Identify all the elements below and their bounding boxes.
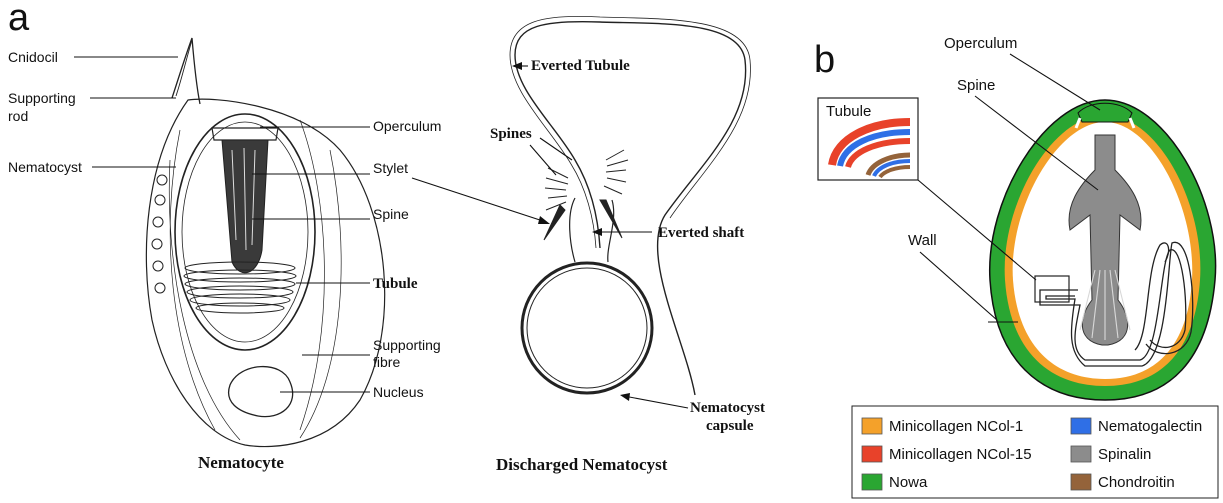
label-supporting-rod-line2: rod bbox=[8, 108, 28, 124]
label-operculum-a: Operculum bbox=[373, 118, 441, 134]
label-supporting-fibre-line2: fibre bbox=[373, 354, 400, 370]
label-tubule-a: Tubule bbox=[373, 276, 418, 292]
label-operculum-b: Operculum bbox=[944, 35, 1017, 52]
label-tubule-inset: Tubule bbox=[826, 103, 871, 120]
tubule-inset: Tubule bbox=[818, 98, 918, 180]
legend-item: Nematogalectin bbox=[1071, 418, 1202, 435]
label-spines: Spines bbox=[490, 126, 532, 142]
legend-label-ncol15: Minicollagen NCol-15 bbox=[889, 446, 1032, 463]
legend-item: Spinalin bbox=[1071, 446, 1151, 463]
label-nematocyst: Nematocyst bbox=[8, 159, 82, 175]
capsule-diagram-b bbox=[990, 100, 1216, 400]
legend-label-ncol1: Minicollagen NCol-1 bbox=[889, 418, 1023, 435]
label-nematocyst-capsule-line1: Nematocyst bbox=[690, 400, 765, 416]
label-spine-b: Spine bbox=[957, 77, 995, 94]
legend: Minicollagen NCol-1 Nematogalectin Minic… bbox=[852, 406, 1218, 498]
label-everted-tubule: Everted Tubule bbox=[531, 58, 630, 74]
caption-nematocyte: Nematocyte bbox=[198, 453, 284, 472]
label-wall: Wall bbox=[908, 232, 937, 249]
legend-label-nowa: Nowa bbox=[889, 474, 928, 491]
discharged-capsule bbox=[522, 263, 652, 393]
legend-label-spinalin: Spinalin bbox=[1098, 446, 1151, 463]
legend-item: Chondroitin bbox=[1071, 474, 1175, 491]
label-supporting-rod-line1: Supporting bbox=[8, 90, 76, 106]
label-cnidocil: Cnidocil bbox=[8, 49, 58, 65]
label-stylet: Stylet bbox=[373, 160, 408, 176]
label-supporting-fibre-line1: Supporting bbox=[373, 337, 441, 353]
caption-discharged-nematocyst: Discharged Nematocyst bbox=[496, 455, 668, 474]
label-nematocyst-capsule-line2: capsule bbox=[706, 418, 754, 434]
label-everted-shaft: Everted shaft bbox=[658, 225, 744, 241]
panel-a-label: a bbox=[8, 0, 30, 39]
panel-b-label: b bbox=[814, 39, 835, 81]
nematocyte-drawing bbox=[146, 38, 384, 447]
label-nucleus: Nucleus bbox=[373, 384, 424, 400]
legend-label-chondroitin: Chondroitin bbox=[1098, 474, 1175, 491]
legend-item: Nowa bbox=[862, 474, 928, 491]
label-spine-a: Spine bbox=[373, 206, 409, 222]
legend-label-nematogalectin: Nematogalectin bbox=[1098, 418, 1202, 435]
